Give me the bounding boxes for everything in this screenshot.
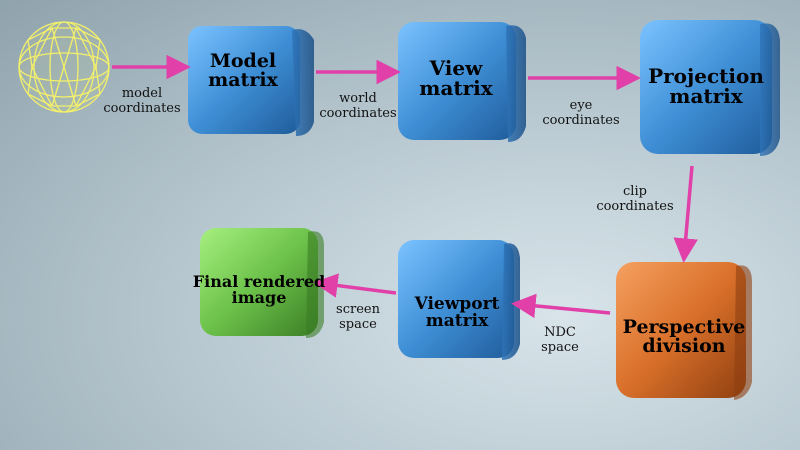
wireframe-sphere-icon (18, 21, 110, 113)
final-image-cube (200, 228, 324, 338)
perspective-division-cube (616, 262, 752, 400)
model-matrix-cube (188, 26, 314, 136)
projection-matrix-cube (640, 20, 780, 157)
world-coordinates-label: world coordinates (319, 91, 397, 121)
view-matrix-cube (398, 22, 526, 143)
clip-coordinates-label: clip coordinates (596, 184, 674, 214)
model-matrix-label: Model matrix (208, 50, 278, 91)
arrow-perspective-to-viewport (511, 293, 611, 319)
eye-coordinates-label: eye coordinates (542, 98, 620, 128)
perspective-division-label: Perspective division (622, 316, 746, 357)
screen-space-label: screen space (336, 302, 380, 332)
viewport-matrix-cube (398, 240, 520, 360)
arrow-viewport-to-final (313, 273, 397, 298)
view-matrix-label: View matrix (419, 56, 493, 100)
model-coordinates-label: model coordinates (103, 86, 181, 116)
ndc-space-label: NDC space (541, 325, 579, 355)
arrow-projection-to-perspective (673, 165, 698, 263)
viewport-matrix-label: Viewport matrix (414, 294, 500, 331)
projection-matrix-label: Projection matrix (648, 64, 764, 108)
final-image-label: Final rendered image (192, 272, 326, 307)
